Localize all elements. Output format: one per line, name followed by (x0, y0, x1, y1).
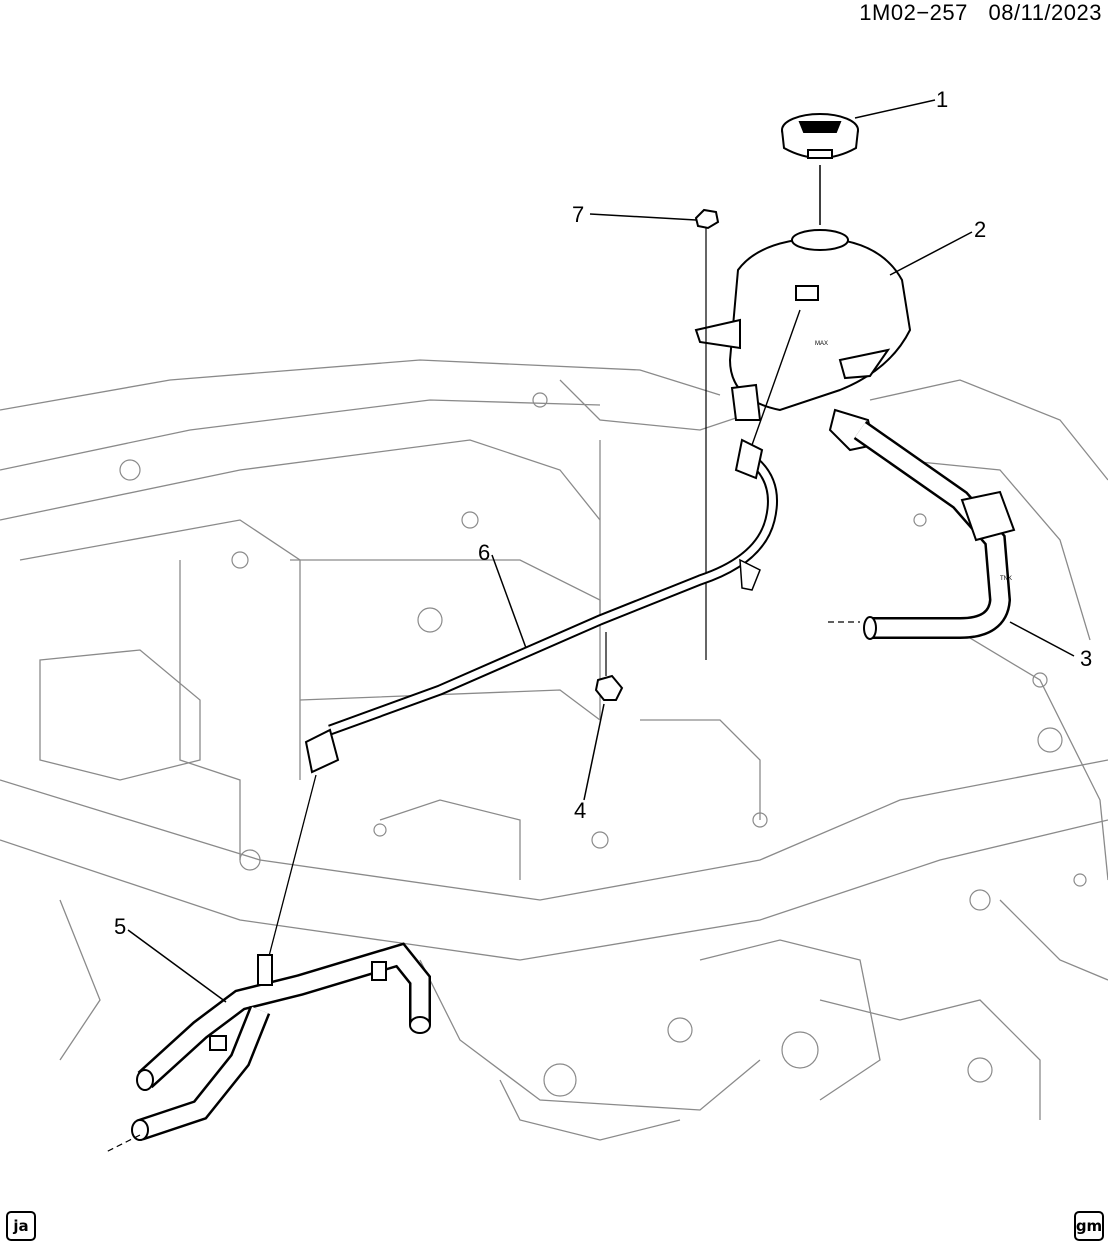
engine-bay-background (0, 359, 1108, 1141)
reservoir-outlet-hose (853, 420, 1016, 640)
diagram-date: 08/11/2023 (988, 0, 1102, 25)
coolant-reservoir-cap (781, 113, 859, 159)
engine-bay-detail-holes (119, 392, 1087, 1097)
reservoir-nut (694, 208, 720, 230)
reservoir-inlet-hose (304, 438, 778, 774)
max-mark: MAX (815, 341, 828, 347)
callout-5: 5 (114, 914, 126, 939)
gm-logo-badge: gm (1074, 1211, 1104, 1241)
heater-hose-dash-line (105, 1134, 141, 1153)
inlet-hose-connection-line (751, 309, 801, 446)
diagram-header: 1M02−257 08/11/2023 (859, 0, 1102, 26)
callout-4: 4 (574, 798, 586, 823)
hose-clip (594, 674, 624, 701)
tnk-mark: TNK (1000, 576, 1012, 582)
callout-1: 1 (936, 87, 948, 112)
heater-hose-assembly (131, 942, 431, 1141)
callout-2: 2 (974, 217, 986, 242)
callout-3: 3 (1080, 646, 1092, 671)
callout-6: 6 (478, 540, 490, 565)
callout-leader-lines (127, 99, 1075, 1003)
diagram-code: 1M02−257 (859, 0, 968, 25)
ja-badge: ja (6, 1211, 36, 1241)
callout-7: 7 (572, 202, 584, 227)
inlet-hose-lower-line (267, 774, 317, 961)
coolant-reservoir (694, 229, 912, 452)
